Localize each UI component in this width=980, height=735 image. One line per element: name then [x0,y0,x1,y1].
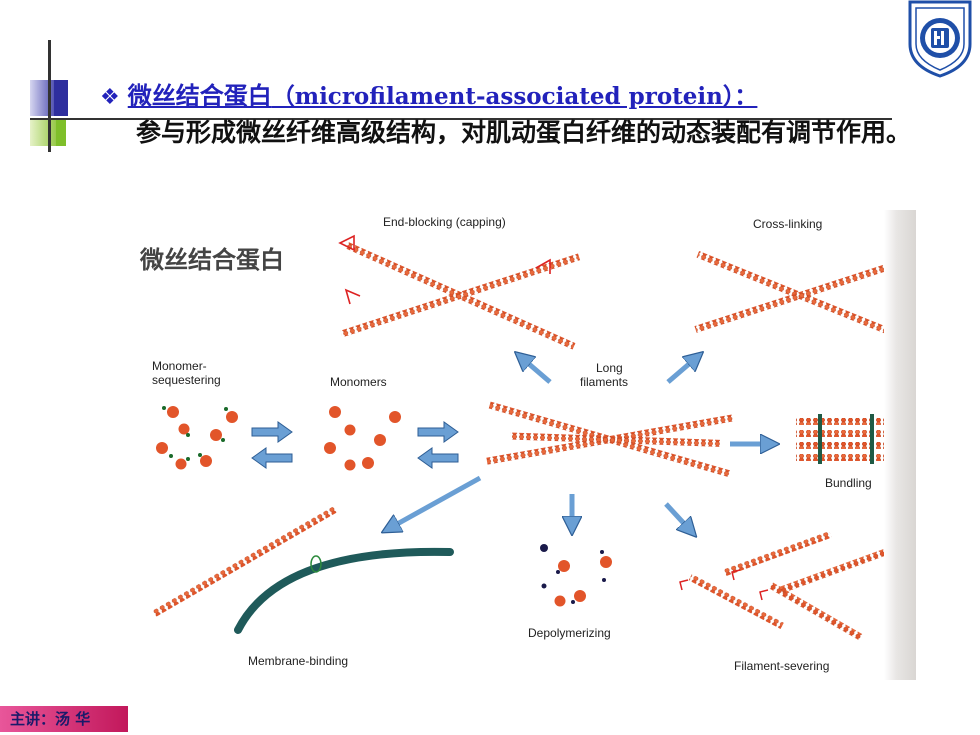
label-end-blocking: End-blocking (capping) [383,215,506,229]
membrane-bound-filament [152,506,338,618]
arrow-to-cross-linking [666,358,696,384]
arrow-to-membrane-binding [390,475,482,528]
slide-description: 参与形成微丝纤维高级结构，对肌动蛋白纤维的动态装配有调节作用。 [136,118,912,147]
label-membrane-binding: Membrane-binding [248,654,348,668]
membrane [234,547,454,634]
label-monomer-sequestering: Monomer- [152,359,207,373]
deco-vertical-line [48,40,51,152]
severed-filaments [679,531,896,641]
long-filaments [486,401,734,478]
figure-diagram: End-blocking (capping) Cross-linking Mon… [152,215,906,673]
figure-page-edge [884,210,916,680]
lecturer-footer: 主讲：汤 华 [0,706,128,732]
label-cross-linking: Cross-linking [753,217,822,231]
label-monomer-sequestering-2: sequestering [152,373,221,387]
university-logo [908,0,972,78]
arrow-to-filament-severing [664,502,690,530]
label-monomers: Monomers [330,375,387,389]
slide-title: ❖ 微丝结合蛋白（microfilament-associated protein… [100,76,900,111]
equilibrium-arrows-1 [251,421,293,469]
bundled-filaments [796,414,904,464]
label-filament-severing: Filament-severing [734,659,829,673]
label-filaments: filaments [580,375,628,389]
membrane-linker [310,555,322,573]
end-blocking-filaments [338,234,581,350]
actin-binding-figure: End-blocking (capping) Cross-linking Mon… [140,210,916,680]
deco-square-green-dark [56,118,66,146]
title-english: （microfilament-associated protein）： [271,83,758,110]
figure-subtitle: 微丝结合蛋白 [140,246,284,274]
arrow-to-end-blocking [522,358,552,384]
depolymerized-monomers [540,544,612,607]
deco-horizontal-line [30,118,892,120]
label-depolymerizing: Depolymerizing [528,626,611,640]
sequestered-monomers [156,406,238,470]
free-monomers [324,406,401,471]
equilibrium-arrows-2 [417,421,459,469]
label-long: Long [596,361,623,375]
cross-linking-filaments [694,251,906,340]
label-bundling: Bundling [825,476,872,490]
title-chinese: 微丝结合蛋白 [127,82,272,110]
diamond-bullet-icon: ❖ [100,85,120,110]
deco-square-blue-dark [54,80,68,116]
